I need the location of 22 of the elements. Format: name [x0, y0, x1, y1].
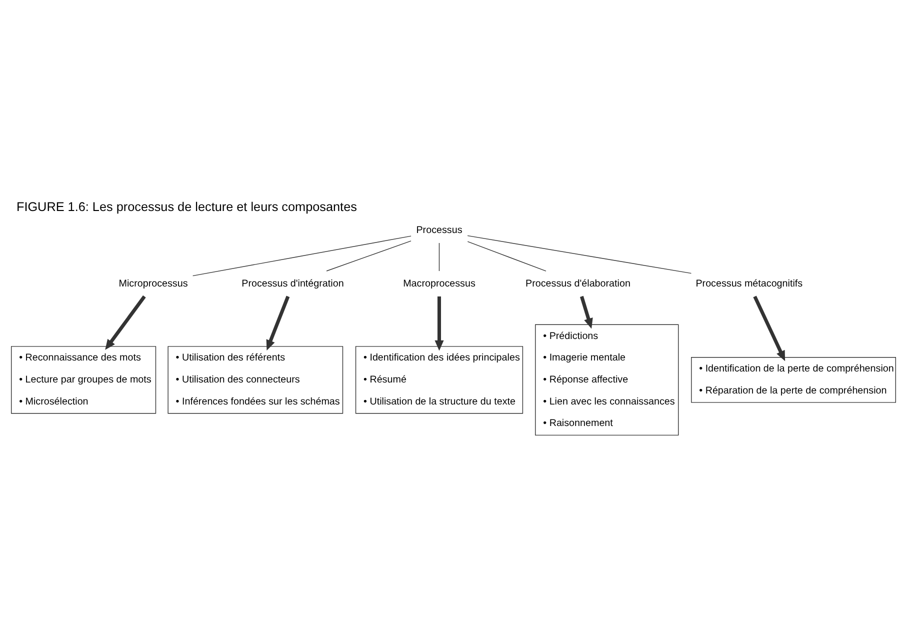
node-box: • Utilisation des référents • Utilisation des connecteurs • Inférences fondées sur les schémas — [168, 346, 344, 414]
connector — [192, 235, 412, 276]
node-text: Processus d'intégration — [242, 278, 344, 289]
arrow — [753, 295, 786, 361]
node-text: Microprocessus — [118, 278, 188, 289]
arrow — [105, 294, 146, 350]
connector — [467, 240, 546, 271]
node-text: Processus métacognitifs — [696, 278, 803, 289]
connector — [467, 234, 692, 274]
node-text: Macroprocessus — [403, 278, 476, 289]
arrow — [580, 295, 593, 328]
node-text: Processus — [416, 224, 462, 236]
node-text: Processus d'élaboration — [526, 278, 630, 289]
connector — [326, 240, 412, 271]
diagram-title: FIGURE 1.6: Les processus de lecture et leurs composantes — [16, 199, 357, 214]
connector — [438, 242, 440, 271]
node-box: • Identification des idées principales • Résumé • Utilisation de la structure du texte — [355, 346, 524, 414]
node-box: • Prédictions • Imagerie mentale • Réponse affective • Lien avec les connaissances • Raisonnement — [535, 324, 679, 436]
node-box: • Reconnaissance des mots • Lecture par groupes de mots • Microsélection — [11, 346, 156, 414]
arrow — [266, 295, 290, 350]
arrow — [434, 296, 444, 350]
node-box: • Identification de la perte de compréhension • Réparation de la perte de compréhension — [691, 356, 896, 402]
